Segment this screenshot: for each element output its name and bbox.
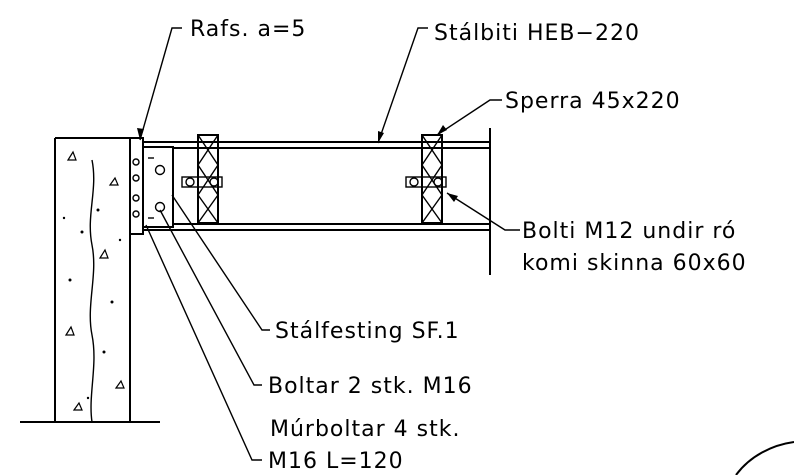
label-rafter: Sperra 45x220	[505, 89, 681, 114]
label-bolt-line2: komi skinna 60x60	[522, 251, 747, 276]
rafter-right	[405, 134, 447, 224]
detail-circle-fragment	[735, 441, 794, 475]
label-anchor-line2: M16 L=120	[268, 449, 404, 474]
label-bolts: Boltar 2 stk. M16	[268, 374, 473, 399]
leader-arrowheads	[137, 125, 458, 202]
label-bolt-line1: Bolti M12 undir ró	[522, 219, 736, 244]
label-weld: Rafs. a=5	[190, 17, 306, 42]
steel-bracket	[129, 137, 174, 235]
label-beam: Stálbiti HEB−220	[434, 21, 640, 46]
rafter-left	[181, 134, 223, 224]
label-anchor-line1: Múrboltar 4 stk.	[270, 417, 460, 442]
concrete-wall	[20, 137, 160, 423]
concrete-hatch	[62, 150, 125, 411]
label-bracket: Stálfesting SF.1	[275, 319, 460, 344]
leader-lines	[139, 27, 520, 461]
